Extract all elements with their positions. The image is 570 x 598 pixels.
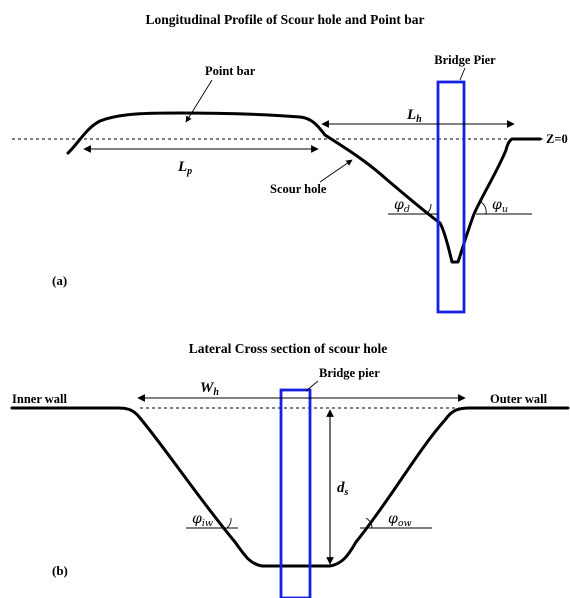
bridge-pier-leader-b xyxy=(305,380,319,392)
bridge-pier-label-a: Bridge Pier xyxy=(434,53,496,67)
bridge-pier-label-b: Bridge pier xyxy=(319,366,380,380)
phi-d-symbol: φd xyxy=(394,197,410,215)
outer-wall-label: Outer wall xyxy=(490,392,548,406)
panel-a-label: (a) xyxy=(52,273,67,288)
panel-b-title: Lateral Cross section of scour hole xyxy=(189,341,388,356)
datum-label: Z=0 xyxy=(546,132,568,146)
lh-symbol: Lh xyxy=(406,107,422,125)
scour-hole-arrow xyxy=(319,159,353,183)
phi-iw-arc xyxy=(226,517,232,529)
scour-hole-label: Scour hole xyxy=(270,182,327,196)
lateral-bed-profile xyxy=(10,406,570,568)
phi-iw-symbol: φiw xyxy=(192,511,213,529)
bridge-pier-leader-a xyxy=(459,67,466,81)
inner-wall-label: Inner wall xyxy=(12,392,68,406)
wh-symbol: Wh xyxy=(200,380,219,398)
longitudinal-bed-profile xyxy=(66,111,542,264)
point-bar-arrow xyxy=(185,79,213,123)
ds-symbol: ds xyxy=(337,480,349,498)
point-bar-label: Point bar xyxy=(205,64,256,78)
panel-a-title: Longitudinal Profile of Scour hole and P… xyxy=(146,12,425,27)
bridge-pier-b xyxy=(279,388,312,598)
phi-u-symbol: φu xyxy=(492,197,508,215)
phi-ow-arc xyxy=(365,517,373,529)
bridge-pier-a xyxy=(436,80,466,314)
phi-ow-symbol: φow xyxy=(388,511,412,529)
panel-a: Longitudinal Profile of Scour hole and P… xyxy=(12,12,568,314)
lp-symbol: Lp xyxy=(177,159,192,177)
phi-d-arc xyxy=(425,203,432,215)
panel-b: Lateral Cross section of scour hole Brid… xyxy=(10,341,570,598)
panel-b-label: (b) xyxy=(52,563,68,578)
phi-u-arc xyxy=(480,201,487,215)
